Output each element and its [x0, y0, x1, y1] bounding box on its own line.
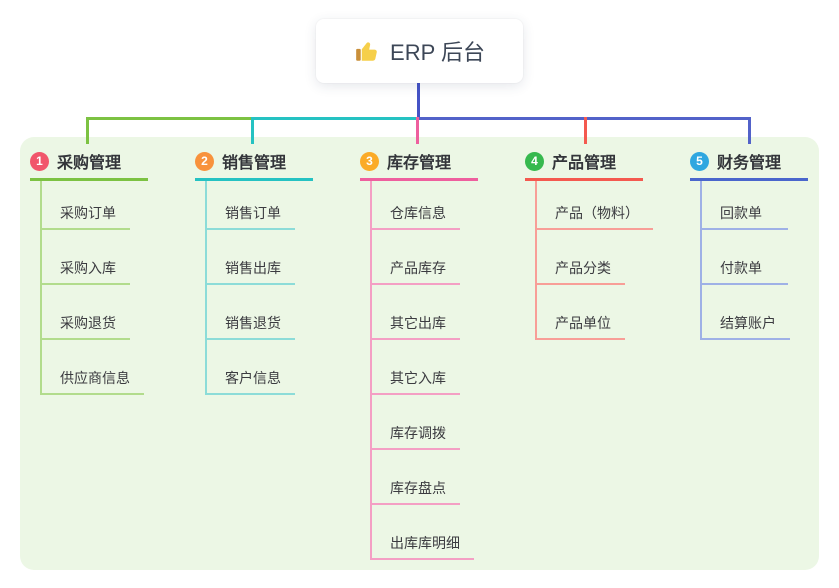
branch-title-label: 财务管理: [717, 155, 782, 172]
branch-purchase: 1 采购管理 采购订单 采购入库 采购退货 供应商信息: [30, 144, 195, 395]
node-purchase-return[interactable]: 采购退货: [40, 285, 130, 340]
node-outbound-detail[interactable]: 出库库明细: [370, 505, 474, 560]
badge-4: 4: [525, 151, 544, 171]
branch-spine: [700, 181, 702, 340]
badge-5: 5: [690, 151, 709, 171]
node-payment-bill[interactable]: 付款单: [700, 230, 788, 285]
node-stock-taking[interactable]: 库存盘点: [370, 450, 460, 505]
branch-title-finance[interactable]: 5 财务管理: [690, 144, 808, 181]
branch-title-label: 库存管理: [387, 155, 452, 172]
connector-root-drop: [417, 83, 420, 119]
connector-bus-blue: [416, 117, 751, 120]
node-product-stock[interactable]: 产品库存: [370, 230, 460, 285]
badge-2: 2: [195, 151, 214, 171]
branch-spine: [370, 181, 372, 560]
node-product-unit[interactable]: 产品单位: [535, 285, 625, 340]
branch-title-inventory[interactable]: 3 库存管理: [360, 144, 478, 181]
node-product-category[interactable]: 产品分类: [535, 230, 625, 285]
branch-spine: [40, 181, 42, 395]
node-sales-outbound[interactable]: 销售出库: [205, 230, 295, 285]
mindmap-panel: [20, 137, 819, 570]
node-receipt-bill[interactable]: 回款单: [700, 181, 788, 230]
node-sales-order[interactable]: 销售订单: [205, 181, 295, 230]
badge-3: 3: [360, 151, 379, 171]
connector-drop-product: [584, 117, 587, 144]
node-warehouse-info[interactable]: 仓库信息: [370, 181, 460, 230]
thumbs-up-icon: [356, 42, 377, 61]
node-sales-return[interactable]: 销售退货: [205, 285, 295, 340]
node-supplier-info[interactable]: 供应商信息: [40, 340, 144, 395]
connector-bus-green: [86, 117, 251, 120]
connector-drop-sales: [251, 117, 254, 144]
badge-1: 1: [30, 151, 49, 171]
connector-drop-purchase: [86, 117, 89, 144]
connector-bus-teal: [251, 117, 416, 120]
node-customer-info[interactable]: 客户信息: [205, 340, 295, 395]
branch-title-label: 产品管理: [552, 155, 617, 172]
node-other-outbound[interactable]: 其它出库: [370, 285, 460, 340]
branch-product: 4 产品管理 产品（物料） 产品分类 产品单位: [525, 144, 690, 340]
branch-finance: 5 财务管理 回款单 付款单 结算账户: [690, 144, 839, 340]
connector-drop-finance: [748, 117, 751, 144]
root-node-erp-backend[interactable]: ERP 后台: [316, 19, 523, 83]
node-product-material[interactable]: 产品（物料）: [535, 181, 653, 230]
branch-title-product[interactable]: 4 产品管理: [525, 144, 643, 181]
node-purchase-inbound[interactable]: 采购入库: [40, 230, 130, 285]
node-stock-transfer[interactable]: 库存调拨: [370, 395, 460, 450]
branch-title-sales[interactable]: 2 销售管理: [195, 144, 313, 181]
node-other-inbound[interactable]: 其它入库: [370, 340, 460, 395]
branch-title-label: 采购管理: [57, 155, 122, 172]
node-settlement-account[interactable]: 结算账户: [700, 285, 790, 340]
connector-drop-inventory: [416, 117, 419, 144]
node-purchase-order[interactable]: 采购订单: [40, 181, 130, 230]
branch-sales: 2 销售管理 销售订单 销售出库 销售退货 客户信息: [195, 144, 360, 395]
branch-inventory: 3 库存管理 仓库信息 产品库存 其它出库 其它入库 库存调拨 库存盘点 出库库…: [360, 144, 525, 560]
branch-spine: [535, 181, 537, 340]
branch-title-purchase[interactable]: 1 采购管理: [30, 144, 148, 181]
branch-spine: [205, 181, 207, 395]
root-title: ERP 后台: [390, 40, 485, 65]
branch-title-label: 销售管理: [222, 155, 287, 172]
